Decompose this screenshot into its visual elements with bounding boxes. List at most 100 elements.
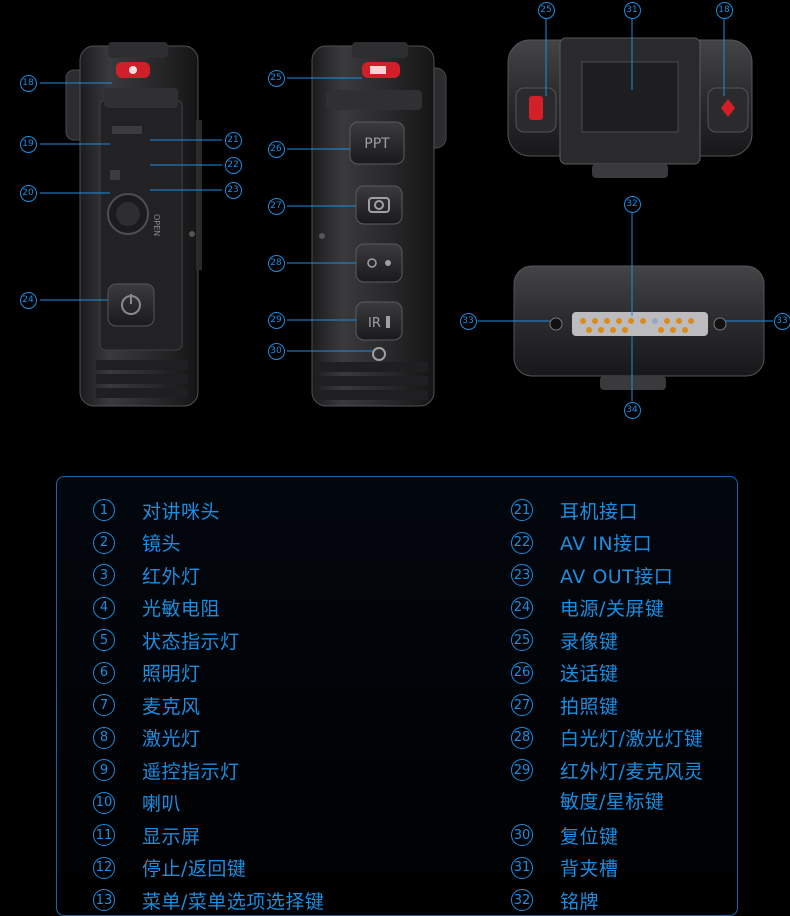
legend-number-badge: 25 [511, 629, 533, 651]
legend-item-23: 23 AV OUT接口 [511, 560, 673, 590]
callout-c22: 22 [225, 157, 242, 174]
legend-label: 喇叭 [142, 789, 181, 816]
legend-label: AV IN接口 [560, 529, 652, 556]
legend-label: 录像键 [560, 627, 619, 654]
legend-label: 送话键 [560, 659, 619, 686]
legend-item-21: 21 耳机接口 [511, 495, 638, 525]
legend-number-badge: 12 [93, 857, 115, 879]
legend-item-13: 13 菜单/菜单选项选择键 [93, 885, 324, 915]
legend-label: 耳机接口 [560, 497, 638, 524]
legend-label: 电源/关屏键 [560, 594, 664, 621]
callout-c18b: 18 [716, 2, 733, 19]
legend-item-6: 6 照明灯 [93, 658, 201, 688]
legend-label: 白光灯/激光灯键 [560, 724, 703, 751]
device-left-side-view: OPEN [66, 42, 202, 406]
legend-item-22: 22 AV IN接口 [511, 528, 652, 558]
callout-c18a: 18 [20, 75, 37, 92]
product-diagram: OPEN PPT IR [0, 0, 790, 470]
ppt-marking: PPT [364, 136, 390, 152]
legend-number-badge: 29 [511, 759, 533, 781]
legend-label: 光敏电阻 [142, 594, 220, 621]
legend-item-29-continuation: 敏度/星标键 [560, 787, 664, 814]
legend-number-badge: 4 [93, 597, 115, 619]
legend-number-badge: 28 [511, 727, 533, 749]
legend-number-badge: 7 [93, 694, 115, 716]
legend-label: 红外灯 [142, 562, 201, 589]
callout-c34: 34 [624, 402, 641, 419]
legend-item-2: 2 镜头 [93, 528, 181, 558]
legend-item-5: 5 状态指示灯 [93, 625, 240, 655]
legend-label: 显示屏 [142, 822, 201, 849]
callout-c25a: 25 [268, 70, 285, 87]
callout-c26: 26 [268, 141, 285, 158]
legend-label: 背夹槽 [560, 854, 619, 881]
legend-number-badge: 5 [93, 629, 115, 651]
legend-label: 状态指示灯 [142, 627, 240, 654]
legend-number-badge: 32 [511, 889, 533, 911]
legend-number-badge: 22 [511, 532, 533, 554]
legend-number-badge: 13 [93, 889, 115, 911]
legend-item-31: 31 背夹槽 [511, 853, 619, 883]
legend-item-8: 8 激光灯 [93, 723, 201, 753]
legend-item-32: 32 铭牌 [511, 885, 599, 915]
callout-c27: 27 [268, 198, 285, 215]
legend-number-badge: 11 [93, 824, 115, 846]
legend-item-11: 11 显示屏 [93, 820, 201, 850]
open-marking: OPEN [152, 214, 161, 236]
callout-c30: 30 [268, 343, 285, 360]
callout-c23: 23 [225, 182, 242, 199]
legend-item-26: 26 送话键 [511, 658, 619, 688]
legend-item-25: 25 录像键 [511, 625, 619, 655]
legend-label: 拍照键 [560, 692, 619, 719]
legend-label: 遥控指示灯 [142, 757, 240, 784]
legend-item-3: 3 红外灯 [93, 560, 201, 590]
device-top-view [508, 38, 752, 178]
legend-item-30: 30 复位键 [511, 820, 619, 850]
legend-label: 铭牌 [560, 887, 599, 914]
legend-label: 红外灯/麦克风灵 [560, 757, 703, 784]
legend-label: 对讲咪头 [142, 497, 220, 524]
legend-label: 麦克风 [142, 692, 201, 719]
legend-number-badge: 21 [511, 499, 533, 521]
callout-c31: 31 [624, 2, 641, 19]
legend-item-7: 7 麦克风 [93, 690, 201, 720]
callout-c32: 32 [624, 196, 641, 213]
callout-c33a: 33 [460, 313, 477, 330]
legend-label: 菜单/菜单选项选择键 [142, 887, 324, 914]
legend-item-29: 29 红外灯/麦克风灵 [511, 755, 703, 785]
legend-label: 镜头 [142, 529, 181, 556]
power-button [108, 284, 154, 326]
callout-c19: 19 [20, 136, 37, 153]
legend-number-badge: 6 [93, 662, 115, 684]
device-bottom-view [514, 266, 764, 390]
legend-item-1: 1 对讲咪头 [93, 495, 220, 525]
callout-c24: 24 [20, 292, 37, 309]
legend-number-badge: 24 [511, 597, 533, 619]
callout-c28: 28 [268, 255, 285, 272]
callout-c20: 20 [20, 185, 37, 202]
legend-number-badge: 1 [93, 499, 115, 521]
legend-number-badge: 2 [93, 532, 115, 554]
legend-item-10: 10 喇叭 [93, 788, 181, 818]
legend-number-badge: 26 [511, 662, 533, 684]
legend-label: 复位键 [560, 822, 619, 849]
ir-marking: IR [368, 316, 381, 331]
legend-item-28: 28 白光灯/激光灯键 [511, 723, 703, 753]
legend-number-badge: 30 [511, 824, 533, 846]
legend-item-4: 4 光敏电阻 [93, 593, 220, 623]
legend-label: AV OUT接口 [560, 562, 673, 589]
callout-c25b: 25 [538, 2, 555, 19]
callout-c21: 21 [225, 132, 242, 149]
legend-label: 激光灯 [142, 724, 201, 751]
legend-number-badge: 31 [511, 857, 533, 879]
legend-number-badge: 23 [511, 564, 533, 586]
legend-number-badge: 27 [511, 694, 533, 716]
legend-number-badge: 10 [93, 792, 115, 814]
legend-number-badge: 3 [93, 564, 115, 586]
legend-number-badge: 8 [93, 727, 115, 749]
legend-label: 照明灯 [142, 659, 201, 686]
legend-item-27: 27 拍照键 [511, 690, 619, 720]
